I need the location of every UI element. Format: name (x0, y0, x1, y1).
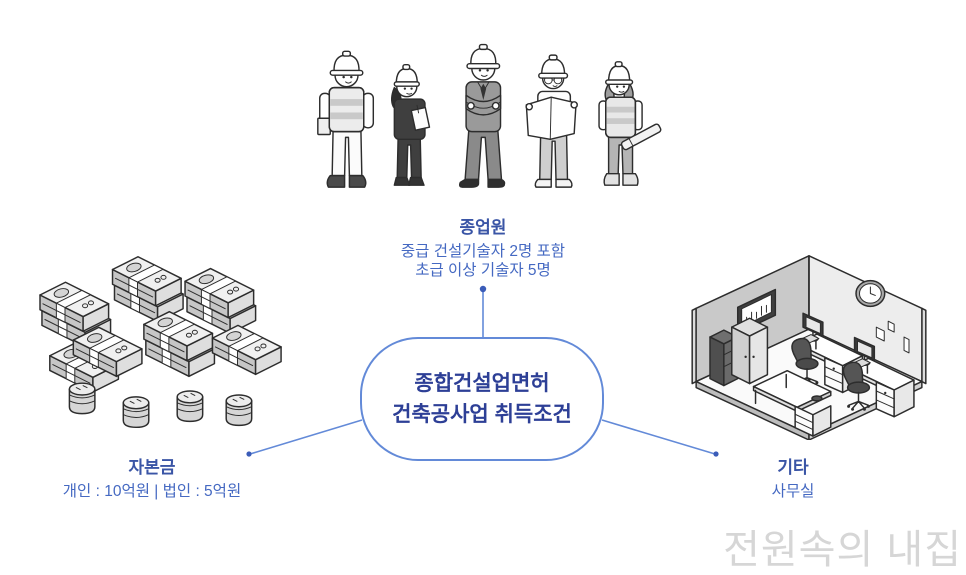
worker-suit-crossed-arms (459, 43, 506, 188)
construction-workers-illustration (317, 43, 662, 188)
capital-desc: 개인 : 10억원 | 법인 : 5억원 (62, 483, 242, 500)
worker-vest-clipboard (317, 50, 375, 188)
office-room-illustration (691, 255, 927, 440)
etc-label-block: 기타 사무실 (693, 458, 893, 501)
etc-title: 기타 (777, 458, 809, 477)
employees-desc-line2: 초급 이상 기술자 5명 (415, 262, 551, 279)
center-title-line1: 종합건설업면허 (414, 372, 550, 395)
worker-vest-woman-tube (598, 61, 662, 186)
connector-right-dot (713, 451, 719, 457)
worker-dark-suit-woman (391, 63, 431, 186)
employees-label-block: 종업원 중급 건설기술자 2명 포함 초급 이상 기술자 5명 (333, 218, 633, 280)
connector-left-dot (246, 451, 252, 457)
capital-title: 자본금 (128, 458, 176, 477)
worker-reading-blueprint (525, 54, 578, 188)
connector-top-dot (479, 285, 487, 293)
employees-title: 종업원 (459, 218, 507, 237)
center-node: 종합건설업면허 건축공사업 취득조건 (360, 337, 604, 461)
money-stacks-illustration (39, 256, 282, 429)
employees-desc-line1: 중급 건설기술자 2명 포함 (400, 243, 566, 260)
center-title-line2: 건축공사업 취득조건 (392, 403, 572, 426)
watermark: 전원속의 내집 (723, 528, 962, 572)
etc-desc: 사무실 (771, 483, 815, 500)
capital-label-block: 자본금 개인 : 10억원 | 법인 : 5억원 (2, 458, 302, 501)
